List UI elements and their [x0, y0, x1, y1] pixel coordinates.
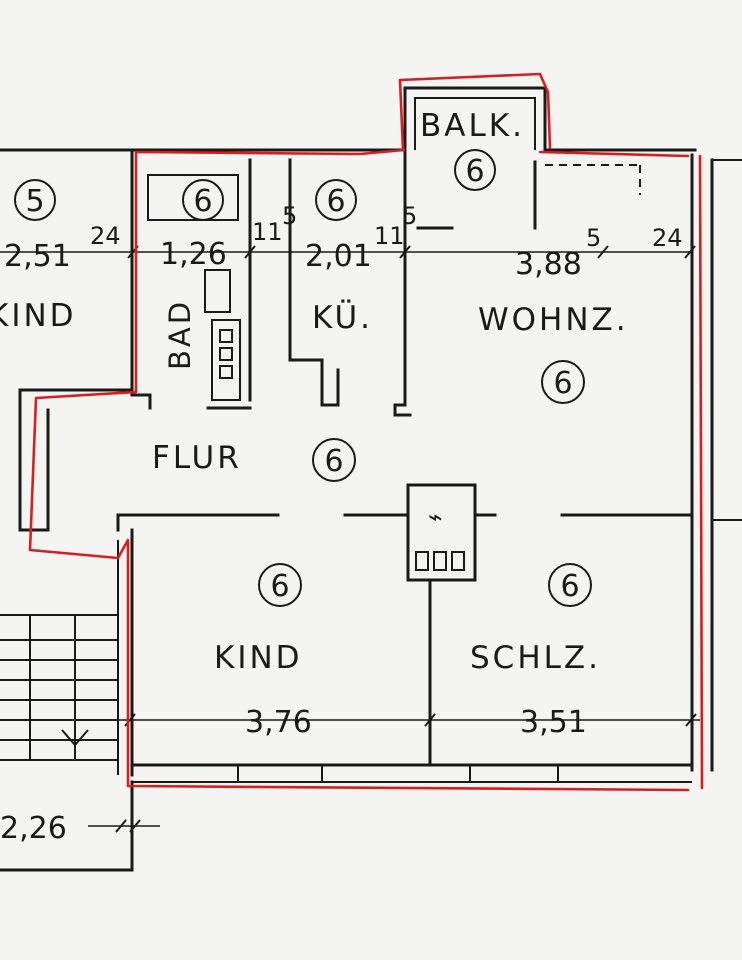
- room-label: KIND: [0, 298, 77, 334]
- room-dim: 2,51: [4, 239, 71, 274]
- apartment-outline: [28, 72, 704, 792]
- outline-balcony: [398, 72, 552, 150]
- wall-balcony-inner: [414, 97, 536, 150]
- outline-balcony-left: [398, 78, 405, 152]
- room-dim: 1,26: [160, 237, 227, 272]
- room-kind-left: 5 2,51 KIND: [0, 179, 77, 334]
- chimney-block: [406, 483, 477, 582]
- wall-neighbor-top: [712, 159, 742, 521]
- room-label: BAD: [163, 299, 197, 370]
- chimney-vent-2: [433, 551, 447, 571]
- wall-balcony: [403, 86, 547, 152]
- wall-thickness-labels: 24 11 5 11 5 5 24 2,26 ⌁: [0, 202, 683, 846]
- room-dim: 2,01: [305, 239, 372, 274]
- wall-dim-right: 24: [652, 224, 683, 252]
- chimney-vent-3: [451, 551, 465, 571]
- window-1: [237, 765, 323, 782]
- balcony-door-dashed: [545, 164, 641, 195]
- room-label: BALK.: [420, 108, 525, 144]
- chimney-symbol: ⌁: [428, 503, 442, 531]
- bad-fixture-sink: [204, 269, 231, 313]
- wall-dim-kue-sup: 5: [402, 202, 417, 230]
- room-wohnzimmer: 3,88 WOHNZ. 6: [478, 247, 629, 404]
- room-mark: 6: [553, 366, 572, 401]
- wall-dim-left: 24: [90, 222, 121, 250]
- outline-right-top: [538, 150, 690, 158]
- room-mark: 6: [326, 184, 345, 219]
- stair-rail: [0, 614, 118, 761]
- room-flur: FLUR 6: [152, 438, 356, 482]
- room-mark: 5: [25, 184, 44, 219]
- stair-steps: [0, 639, 118, 741]
- bad-fixture-radiator: [211, 319, 241, 401]
- room-kueche: 6 2,01 KÜ.: [305, 179, 373, 336]
- stair-posts: [29, 615, 76, 760]
- room-dim: 3,88: [515, 247, 582, 282]
- outline-left-top: [28, 148, 690, 792]
- room-balkon: BALK. 6: [420, 108, 525, 191]
- room-label: FLUR: [152, 440, 242, 476]
- room-mark: 6: [193, 184, 212, 219]
- chimney-vent-1: [415, 551, 429, 571]
- bad-fixture-tub: [147, 174, 239, 221]
- room-mark: 6: [465, 154, 484, 189]
- room-label: KÜ.: [312, 299, 373, 336]
- room-dim: 3,51: [520, 705, 587, 740]
- window-2: [469, 765, 559, 782]
- wall-kind-top-left: [116, 513, 280, 532]
- room-mark: 6: [560, 569, 579, 604]
- room-bad: 6 1,26 BAD: [160, 179, 227, 370]
- room-mark: 6: [270, 569, 289, 604]
- wall-kue-bottom: [288, 358, 340, 407]
- wall-dim-bad: 11: [252, 218, 283, 246]
- room-label: SCHLZ.: [470, 640, 601, 676]
- room-label: WOHNZ.: [478, 302, 629, 338]
- wall-dim-bad-sup: 5: [282, 202, 297, 230]
- room-dim: 3,76: [245, 705, 312, 740]
- wall-dim-kue: 11: [374, 222, 405, 250]
- room-label: KIND: [214, 640, 303, 676]
- outline-right-wall: [698, 154, 704, 790]
- stair-dim: 2,26: [0, 811, 67, 846]
- wall-dim-wohn: 5: [586, 224, 601, 252]
- wall-kue-right: [393, 148, 412, 417]
- wall-flur-top: [130, 393, 152, 410]
- room-mark: 6: [324, 444, 343, 479]
- stair-arrow: [61, 729, 89, 747]
- walls: [0, 86, 742, 872]
- room-schlafzimmer: 6 SCHLZ. 3,51: [470, 563, 601, 740]
- room-kind: 6 KIND 3,76: [214, 563, 312, 740]
- dimension-lines: [0, 245, 700, 833]
